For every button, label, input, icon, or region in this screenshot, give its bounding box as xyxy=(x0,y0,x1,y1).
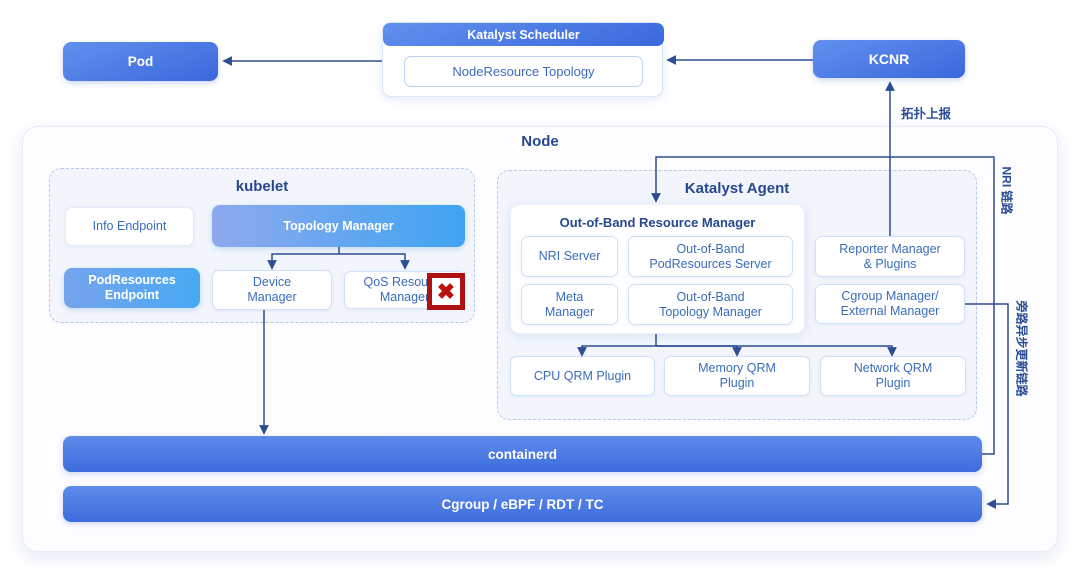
cgroup-ebpf-bar: Cgroup / eBPF / RDT / TC xyxy=(63,486,982,522)
reporter-manager-box: Reporter Manager & Plugins xyxy=(815,236,965,277)
x-glyph: ✖ xyxy=(436,278,456,304)
topology-report-label: 拓扑上报 xyxy=(901,107,952,121)
kubelet-title: kubelet xyxy=(235,178,289,195)
nri-link-label: NRI 链路 xyxy=(999,166,1014,215)
noderesource-topology-box: NodeResource Topology xyxy=(404,56,643,87)
bypass-link-label: 旁路异步更新链路 xyxy=(1014,300,1029,397)
cgroup-manager-box: Cgroup Manager/ External Manager xyxy=(815,284,965,324)
network-qrm-plugin-box: Network QRM Plugin xyxy=(820,356,966,396)
topology-manager-box: Topology Manager xyxy=(212,205,465,247)
kcnr-box: KCNR xyxy=(813,40,965,78)
node-title: Node xyxy=(521,133,559,150)
meta-manager-box: Meta Manager xyxy=(521,284,618,325)
oob-topology-manager-box: Out-of-Band Topology Manager xyxy=(628,284,793,325)
memory-qrm-plugin-box: Memory QRM Plugin xyxy=(664,356,810,396)
katalyst-scheduler-box: Katalyst Scheduler NodeResource Topology xyxy=(382,22,664,97)
cpu-qrm-plugin-box: CPU QRM Plugin xyxy=(510,356,655,396)
containerd-bar: containerd xyxy=(63,436,982,472)
katalyst-agent-title: Katalyst Agent xyxy=(684,180,790,197)
pod-box: Pod xyxy=(63,42,218,81)
disabled-x-icon: ✖ xyxy=(427,273,465,310)
katalyst-scheduler-header: Katalyst Scheduler xyxy=(383,23,664,46)
oob-podresources-server-box: Out-of-Band PodResources Server xyxy=(628,236,793,277)
oorm-title: Out-of-Band Resource Manager xyxy=(559,215,756,230)
nri-server-box: NRI Server xyxy=(521,236,618,277)
info-endpoint-box: Info Endpoint xyxy=(65,207,194,246)
device-manager-box: Device Manager xyxy=(212,270,332,310)
podresources-endpoint-box: PodResources Endpoint xyxy=(64,268,200,308)
